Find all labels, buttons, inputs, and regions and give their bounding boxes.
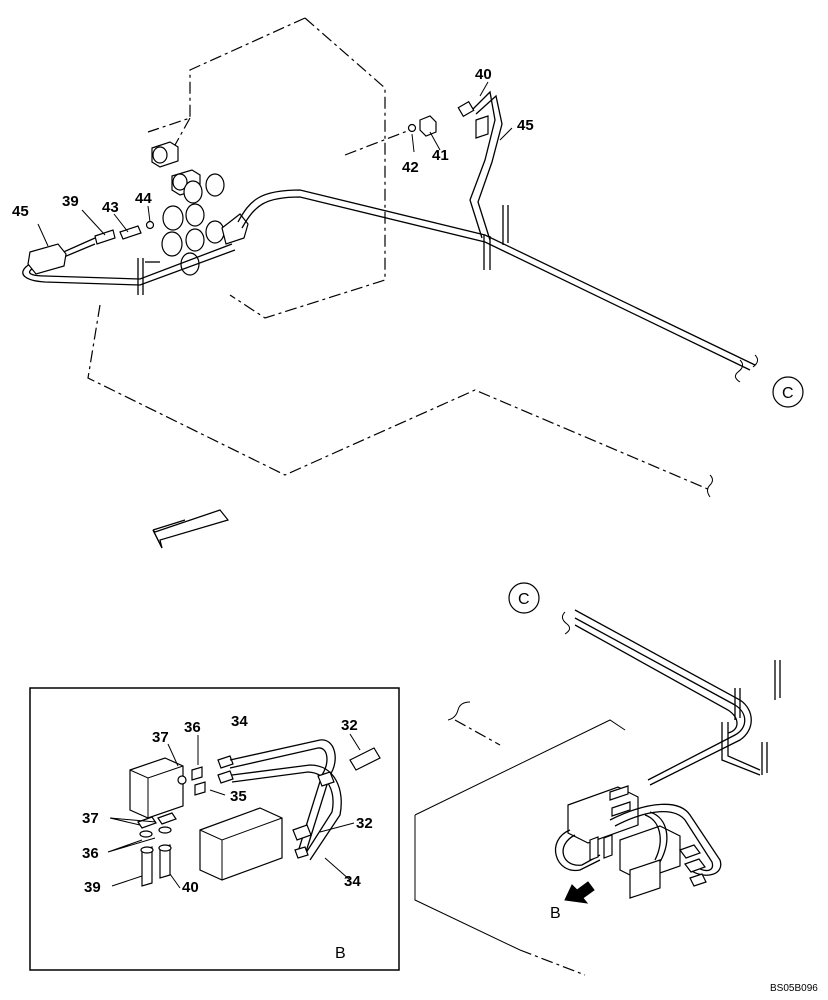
leader-lines-top xyxy=(37,81,513,247)
part-label-43: 43 xyxy=(102,199,119,216)
connector-c-bottom-circle xyxy=(508,582,540,614)
part-label-39-top: 39 xyxy=(62,193,79,210)
detail-b-hoses xyxy=(229,739,381,861)
part-label-34-top: 34 xyxy=(231,713,248,730)
part-label-35: 35 xyxy=(230,788,247,805)
part-label-42: 42 xyxy=(402,159,419,176)
part-label-36-left: 36 xyxy=(82,845,99,862)
pipe-clamps xyxy=(137,205,509,295)
detail-b-fittings xyxy=(137,755,234,887)
connector-c-top-circle xyxy=(772,376,804,408)
leader-lines-detail xyxy=(107,733,361,889)
frame-outline xyxy=(87,304,713,498)
view-b-label: B xyxy=(550,905,561,922)
detail-view-b-box xyxy=(29,687,400,971)
part-label-36-top: 36 xyxy=(184,719,201,736)
detail-box-b-label: B xyxy=(335,945,346,962)
part-label-34-bottom: 34 xyxy=(344,873,361,890)
detail-b-block xyxy=(199,807,283,881)
connector-c-bottom-label: C xyxy=(518,591,530,608)
part-label-45-right: 45 xyxy=(517,117,534,134)
view-b-arrow xyxy=(564,881,595,904)
hose-40-top xyxy=(457,90,503,241)
forward-direction-arrow xyxy=(152,509,230,549)
part-label-40-top: 40 xyxy=(475,66,492,83)
part-label-32-top: 32 xyxy=(341,717,358,734)
detail-b-valve xyxy=(129,757,187,819)
valve-ports xyxy=(151,141,249,276)
part-label-37-left: 37 xyxy=(82,810,99,827)
valve-assembly-bottom xyxy=(554,785,722,899)
fittings-41-42 xyxy=(344,115,437,156)
part-label-40-bottom: 40 xyxy=(182,879,199,896)
part-label-37-top: 37 xyxy=(152,729,169,746)
hose-39-top xyxy=(22,220,236,286)
part-label-44: 44 xyxy=(135,190,152,207)
frame-outline-bottom xyxy=(414,701,626,976)
part-label-45-left: 45 xyxy=(12,203,29,220)
pilot-pipe-bottom xyxy=(561,609,781,786)
drawing-code: BS05B096 xyxy=(770,983,818,994)
pilot-pipe-top xyxy=(237,189,759,383)
part-label-41: 41 xyxy=(432,147,449,164)
control-valve-outline xyxy=(147,17,386,319)
connector-c-top-label: C xyxy=(782,385,794,402)
part-label-39-bottom: 39 xyxy=(84,879,101,896)
part-label-32-right: 32 xyxy=(356,815,373,832)
